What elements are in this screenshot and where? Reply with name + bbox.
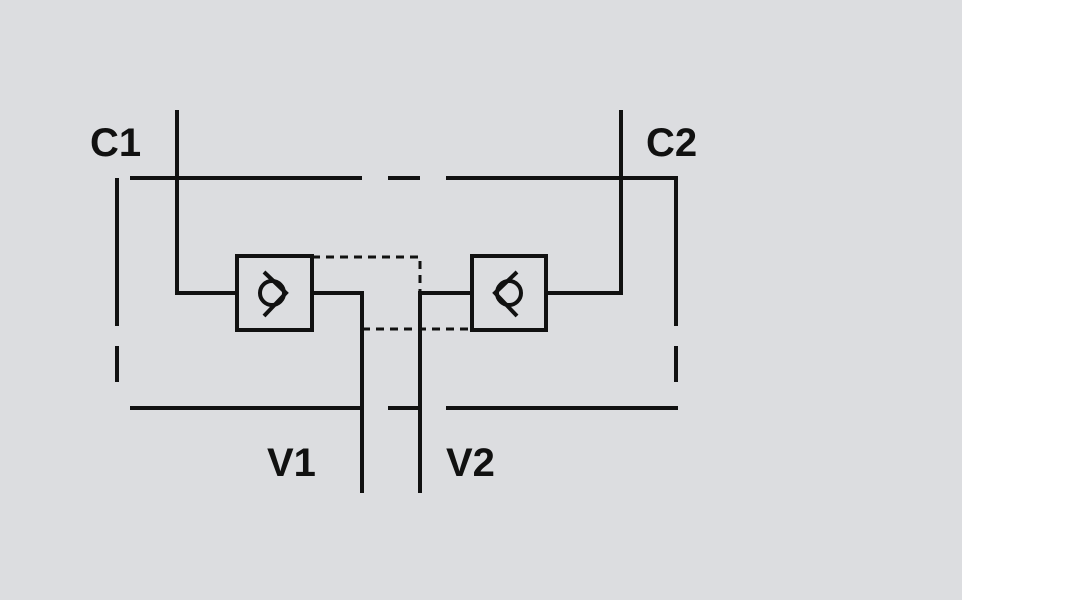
check-valve-right-body — [470, 254, 548, 332]
hydraulic-schematic: C1 C2 V1 V2 — [90, 110, 697, 493]
check-valve-right — [470, 254, 548, 332]
port-label-c2: C2 — [646, 121, 697, 165]
line-c1 — [175, 110, 237, 295]
line-v1 — [312, 291, 364, 493]
diagram-canvas: C1 C2 V1 V2 — [0, 0, 962, 600]
check-valve-left — [235, 254, 314, 332]
check-valve-left-body — [235, 254, 314, 332]
check-valve-left-seat — [262, 270, 289, 318]
port-label-v1: V1 — [267, 441, 316, 485]
line-c2 — [546, 110, 623, 295]
check-valve-right-seat — [492, 270, 519, 318]
port-label-c1: C1 — [90, 121, 141, 165]
port-label-v2: V2 — [446, 441, 495, 485]
pilot-line-upper — [312, 255, 422, 293]
envelope-frame — [115, 176, 678, 410]
